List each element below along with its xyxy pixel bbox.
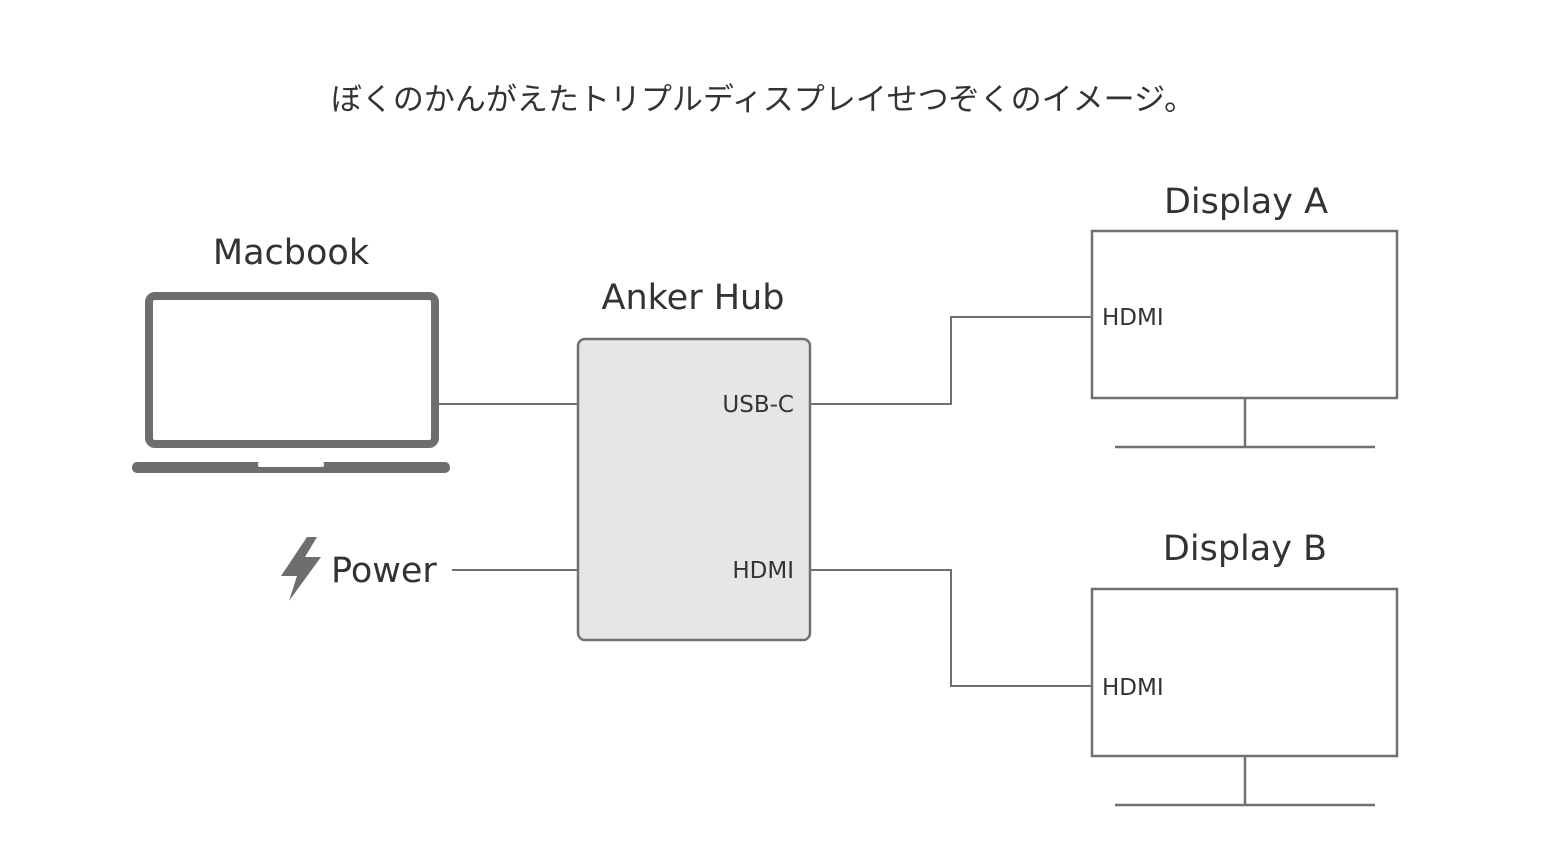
display-a-port-hdmi: HDMI <box>1102 305 1164 331</box>
anker-hub-device: Anker Hub USB-C HDMI <box>576 278 812 642</box>
monitor-icon <box>1090 229 1399 449</box>
connection-hub-display-a <box>810 316 1092 405</box>
hub-port-usbc: USB-C <box>722 392 794 418</box>
diagram-title: ぼくのかんがえたトリプルディスプレイせつぞくのイメージ。 <box>331 82 1195 118</box>
laptop-icon <box>132 292 450 473</box>
macbook-label: Macbook <box>213 233 370 273</box>
connection-hub-display-b <box>810 569 1092 687</box>
anker-hub-box <box>576 337 812 642</box>
power-source: Power <box>281 537 437 601</box>
hub-port-hdmi: HDMI <box>732 558 794 584</box>
display-a-device: Display A HDMI <box>1090 182 1399 449</box>
display-b-port-hdmi: HDMI <box>1102 675 1164 701</box>
display-b-device: Display B HDMI <box>1090 529 1399 807</box>
display-a-label: Display A <box>1164 182 1328 222</box>
display-b-label: Display B <box>1163 529 1327 569</box>
connection-lines <box>437 316 1092 687</box>
macbook-device: Macbook <box>132 233 450 473</box>
monitor-icon <box>1090 587 1399 807</box>
power-label: Power <box>331 551 437 591</box>
lightning-bolt-icon <box>281 537 321 601</box>
anker-hub-label: Anker Hub <box>602 278 785 318</box>
